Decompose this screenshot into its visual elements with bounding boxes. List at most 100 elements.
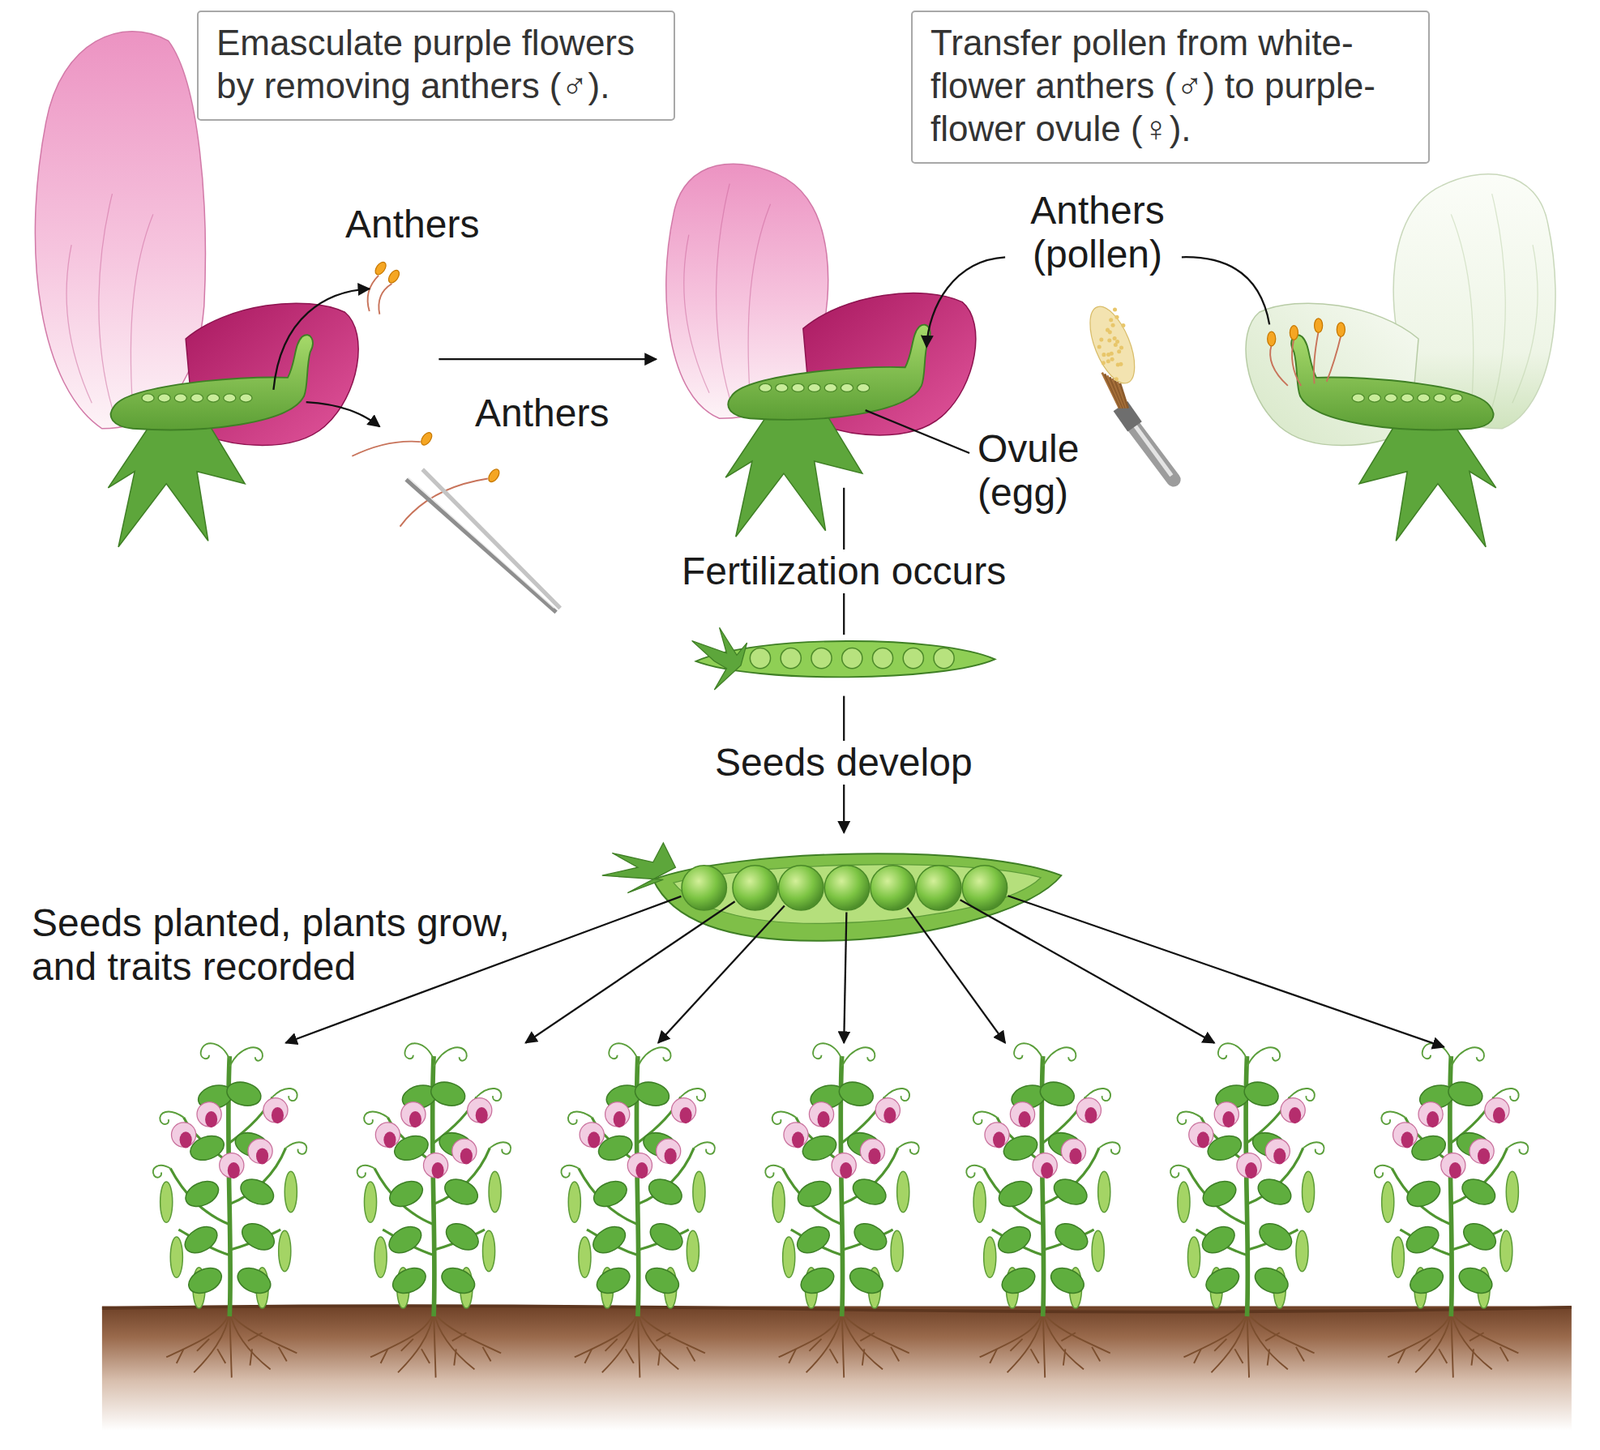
pollen-grain	[1112, 336, 1117, 341]
figure-label: Ovule (egg)	[974, 427, 1119, 515]
root	[1267, 1348, 1271, 1365]
leaf	[236, 1174, 279, 1210]
pea-pod	[890, 1230, 903, 1271]
pea-pod	[578, 1236, 591, 1278]
petal-vein	[748, 204, 771, 398]
brush-handle	[1130, 422, 1174, 480]
plant-flower-keel	[1069, 1147, 1082, 1164]
plant-flower-keel	[817, 1111, 830, 1128]
root	[1418, 1339, 1431, 1352]
pollen-grain	[1097, 345, 1102, 350]
tendril	[1450, 1047, 1485, 1066]
pea-plant	[357, 1043, 512, 1378]
pea-plant	[1374, 1043, 1529, 1378]
root	[397, 1311, 434, 1374]
root	[842, 1311, 845, 1378]
plant-flower-keel	[587, 1131, 600, 1148]
leaf	[437, 1262, 480, 1298]
root	[1210, 1311, 1247, 1374]
ovule	[1433, 393, 1446, 403]
root	[605, 1339, 618, 1352]
plant-flower-keel	[839, 1162, 852, 1179]
plant-flower-keel	[460, 1147, 473, 1164]
leaf	[427, 1078, 468, 1110]
removal-arrow	[273, 288, 369, 390]
plant-flower-keel	[1449, 1162, 1462, 1179]
root	[193, 1311, 230, 1374]
pollen-grain	[1118, 362, 1123, 367]
tendril	[159, 1112, 184, 1125]
pea-pod	[1098, 1171, 1111, 1212]
leaf	[645, 1174, 687, 1210]
petal-vein	[130, 213, 153, 408]
filament	[1270, 345, 1288, 386]
root	[602, 1311, 638, 1374]
tendril	[1422, 1043, 1452, 1060]
filament	[351, 441, 420, 457]
white-flower	[1245, 174, 1556, 548]
branch	[170, 1168, 230, 1225]
brush-bristle	[1117, 381, 1128, 409]
plant-flower-keel	[635, 1162, 648, 1179]
root	[1091, 1347, 1100, 1362]
tendril	[637, 1047, 672, 1066]
plant-flower-keel	[256, 1147, 269, 1164]
root	[1031, 1348, 1040, 1364]
leaf	[848, 1174, 890, 1210]
leaf	[793, 1176, 835, 1211]
pollen-grain	[1116, 349, 1121, 354]
root	[1007, 1311, 1044, 1374]
tendril	[812, 1043, 843, 1060]
pea-pod	[363, 1181, 377, 1223]
plant-flower-keel	[1288, 1107, 1301, 1124]
leaf	[1202, 1262, 1244, 1298]
pea-pod	[782, 1236, 796, 1278]
ovule	[239, 393, 253, 403]
plant-flower-keel	[664, 1147, 677, 1164]
plant-flower-keel	[432, 1162, 445, 1179]
pistil-pod	[727, 325, 930, 420]
step-arrow	[438, 358, 656, 360]
planting-arrow	[906, 907, 1006, 1044]
tendril	[1218, 1043, 1248, 1060]
leaf	[1458, 1218, 1501, 1255]
pea-plant	[153, 1043, 308, 1378]
pea-pod	[772, 1181, 785, 1223]
petal-vein	[1512, 244, 1538, 403]
tendril	[1374, 1165, 1392, 1178]
root	[380, 1348, 389, 1364]
anther	[372, 260, 388, 277]
anther	[1267, 331, 1276, 347]
pollen-grain	[1105, 328, 1110, 333]
root	[1234, 1348, 1243, 1364]
root	[1387, 1311, 1451, 1358]
root	[1415, 1311, 1451, 1374]
tweezers-blade	[406, 479, 557, 613]
root	[778, 1311, 843, 1358]
root	[859, 1332, 875, 1341]
box-text: Transfer pollen from white- flower anthe…	[930, 21, 1411, 150]
seed	[962, 865, 1007, 911]
ovule	[808, 383, 821, 392]
root	[656, 1332, 672, 1341]
leaf	[836, 1078, 877, 1110]
soil	[102, 1306, 1572, 1432]
pod-sepals	[692, 627, 748, 690]
pea-pod	[1505, 1171, 1519, 1212]
standard-petal	[34, 31, 206, 429]
plant-flower-keel	[1222, 1111, 1235, 1128]
root	[176, 1348, 184, 1364]
petal-vein	[716, 183, 731, 398]
pea-pod	[160, 1181, 173, 1223]
root	[1063, 1348, 1066, 1365]
pea-pod	[693, 1171, 706, 1212]
root	[1193, 1348, 1202, 1364]
removal-arrow	[306, 402, 381, 427]
young-seed	[780, 647, 801, 668]
leaf	[237, 1218, 279, 1255]
root	[1296, 1347, 1305, 1362]
tendril	[1013, 1043, 1044, 1060]
planting-arrow	[1007, 895, 1444, 1048]
figure-label: Seeds develop	[711, 740, 976, 785]
leaf	[233, 1262, 275, 1298]
